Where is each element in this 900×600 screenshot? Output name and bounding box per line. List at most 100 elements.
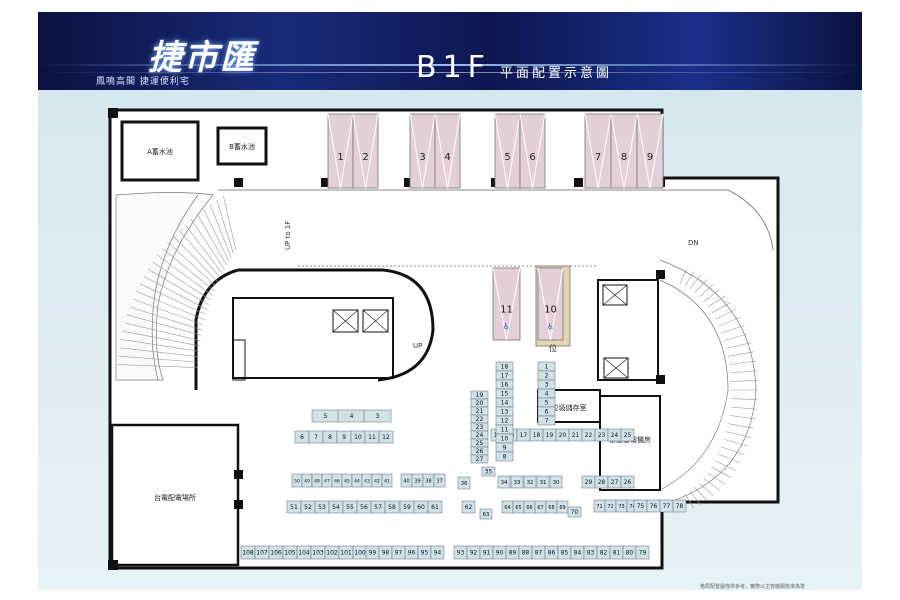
- ramp-up-label: UP to 1F: [284, 221, 292, 250]
- stall-number: 14: [501, 400, 509, 407]
- parking-stall-small: 78: [672, 499, 687, 513]
- stall-number: 11: [500, 305, 513, 316]
- stall-number: 101: [340, 550, 352, 557]
- parking-stall-small: 48: [311, 473, 323, 488]
- stall-number: 31: [540, 480, 547, 486]
- stall-number: 69: [559, 505, 565, 511]
- parking-stall-small: 92: [466, 545, 481, 560]
- parking-stall-small: 9: [336, 430, 352, 444]
- parking-stall-small: 23: [594, 428, 609, 442]
- parking-stall-small: 5: [311, 409, 340, 423]
- stall-number: 2: [545, 373, 549, 380]
- stall-number: 6: [529, 152, 535, 163]
- parking-stall-small: 38: [422, 473, 435, 488]
- parking-stall-small: 91: [479, 545, 494, 560]
- stall-number: 11: [501, 427, 509, 434]
- stall-number: 33: [514, 480, 521, 486]
- parking-stall-small: 55: [342, 500, 358, 514]
- parking-stall-small: 87: [531, 545, 546, 560]
- stall-number: 27: [611, 480, 619, 486]
- stall-number: 24: [476, 432, 484, 439]
- parking-stall-small: 8: [322, 430, 338, 444]
- parking-stall-small: 17: [516, 428, 531, 442]
- parking-stall-small: 53: [314, 500, 330, 514]
- stall-number: 75: [637, 504, 645, 510]
- ramp-left-steps: [118, 196, 237, 368]
- parking-stall-small: 83: [583, 545, 598, 560]
- stall-number: 19: [546, 433, 554, 439]
- parking-stall-small: 20: [555, 428, 570, 442]
- parking-stall-small: 24: [607, 428, 622, 442]
- stall-number: 24: [611, 433, 619, 439]
- stall-number: 23: [476, 424, 484, 431]
- central-core: [232, 297, 394, 381]
- tank-b-label: B蓄水池: [229, 142, 255, 151]
- stall-number: 96: [408, 551, 416, 557]
- parking-stall-small: 16: [495, 379, 514, 390]
- parking-stall-small: 11: [495, 424, 514, 435]
- stall-number: 34: [501, 480, 508, 486]
- stall-number: 72: [607, 504, 613, 510]
- parking-stall-small: 11: [364, 430, 380, 444]
- parking-stall-small: 88: [518, 545, 533, 560]
- stall-number: 52: [304, 504, 312, 511]
- parking-stall-small: 67: [534, 500, 547, 514]
- parking-stall-small: 8: [495, 451, 514, 462]
- parking-stall-small: 34: [497, 475, 511, 489]
- parking-stall-large: 2: [352, 113, 379, 189]
- parking-stall-small: 29: [581, 475, 596, 489]
- parking-stall-small: 31: [536, 475, 550, 489]
- stall-number: 108: [242, 550, 254, 557]
- ramp-left: [115, 192, 435, 390]
- stall-number: 74: [629, 504, 635, 510]
- parking-stall-small: 15: [495, 388, 514, 399]
- stall-number: 5: [545, 400, 549, 407]
- parking-stall-large: 3: [409, 113, 436, 189]
- parking-stall-small: 36: [457, 476, 471, 490]
- parking-stall-small: 54: [328, 500, 344, 514]
- stall-number: 98: [382, 551, 390, 557]
- parking-stall-small: 27: [607, 475, 622, 489]
- stall-number: 26: [476, 448, 484, 455]
- parking-stall-small: 90: [492, 545, 507, 560]
- parking-stall-small: 76: [646, 499, 661, 513]
- parking-stall-small: 37: [433, 473, 446, 488]
- stall-number: 28: [598, 480, 606, 486]
- stall-number: 18: [501, 364, 509, 371]
- parking-stall-small: 96: [404, 545, 419, 560]
- stall-number: 17: [520, 433, 528, 439]
- stall-number: 11: [368, 434, 376, 441]
- parking-stall-large: 10♿: [537, 267, 564, 341]
- stall-number: 8: [621, 152, 627, 163]
- stall-number: 7: [314, 434, 318, 441]
- parking-stall-small: 10: [495, 433, 514, 444]
- parking-stall-large: 4: [434, 113, 461, 189]
- stall-number: 41: [384, 479, 390, 485]
- stall-number: 2: [362, 152, 368, 163]
- brand-logo: 捷市匯: [148, 38, 256, 78]
- parking-stall-small: 98: [378, 545, 393, 560]
- parking-stall-small: 103: [310, 545, 326, 560]
- parking-stall-small: 73: [615, 499, 628, 513]
- parking-stall-large: 1: [327, 113, 354, 189]
- generator-room: [599, 395, 661, 491]
- stall-number: 68: [548, 505, 554, 511]
- parking-stall-small: 82: [596, 545, 611, 560]
- parking-stall-small: 80: [622, 545, 637, 560]
- stall-number: 7: [545, 418, 549, 425]
- stall-number: 103: [312, 550, 324, 557]
- stall-number: 77: [663, 504, 671, 510]
- parking-stall-small: 61: [427, 500, 443, 514]
- stall-number: 26: [624, 480, 632, 486]
- stall-number: 5: [324, 413, 328, 420]
- parking-stall-small: 12: [378, 430, 394, 444]
- stall-number: 95: [421, 551, 429, 557]
- stall-number: 16: [501, 382, 509, 389]
- parking-stall-small: 5: [537, 397, 556, 408]
- light-streak: [38, 72, 862, 73]
- stall-number: 104: [298, 550, 310, 557]
- parking-stall-small: 71: [593, 499, 606, 513]
- stall-number: 48: [314, 479, 320, 485]
- parking-stall-small: 33: [510, 475, 524, 489]
- parking-stall-small: 79: [635, 545, 650, 560]
